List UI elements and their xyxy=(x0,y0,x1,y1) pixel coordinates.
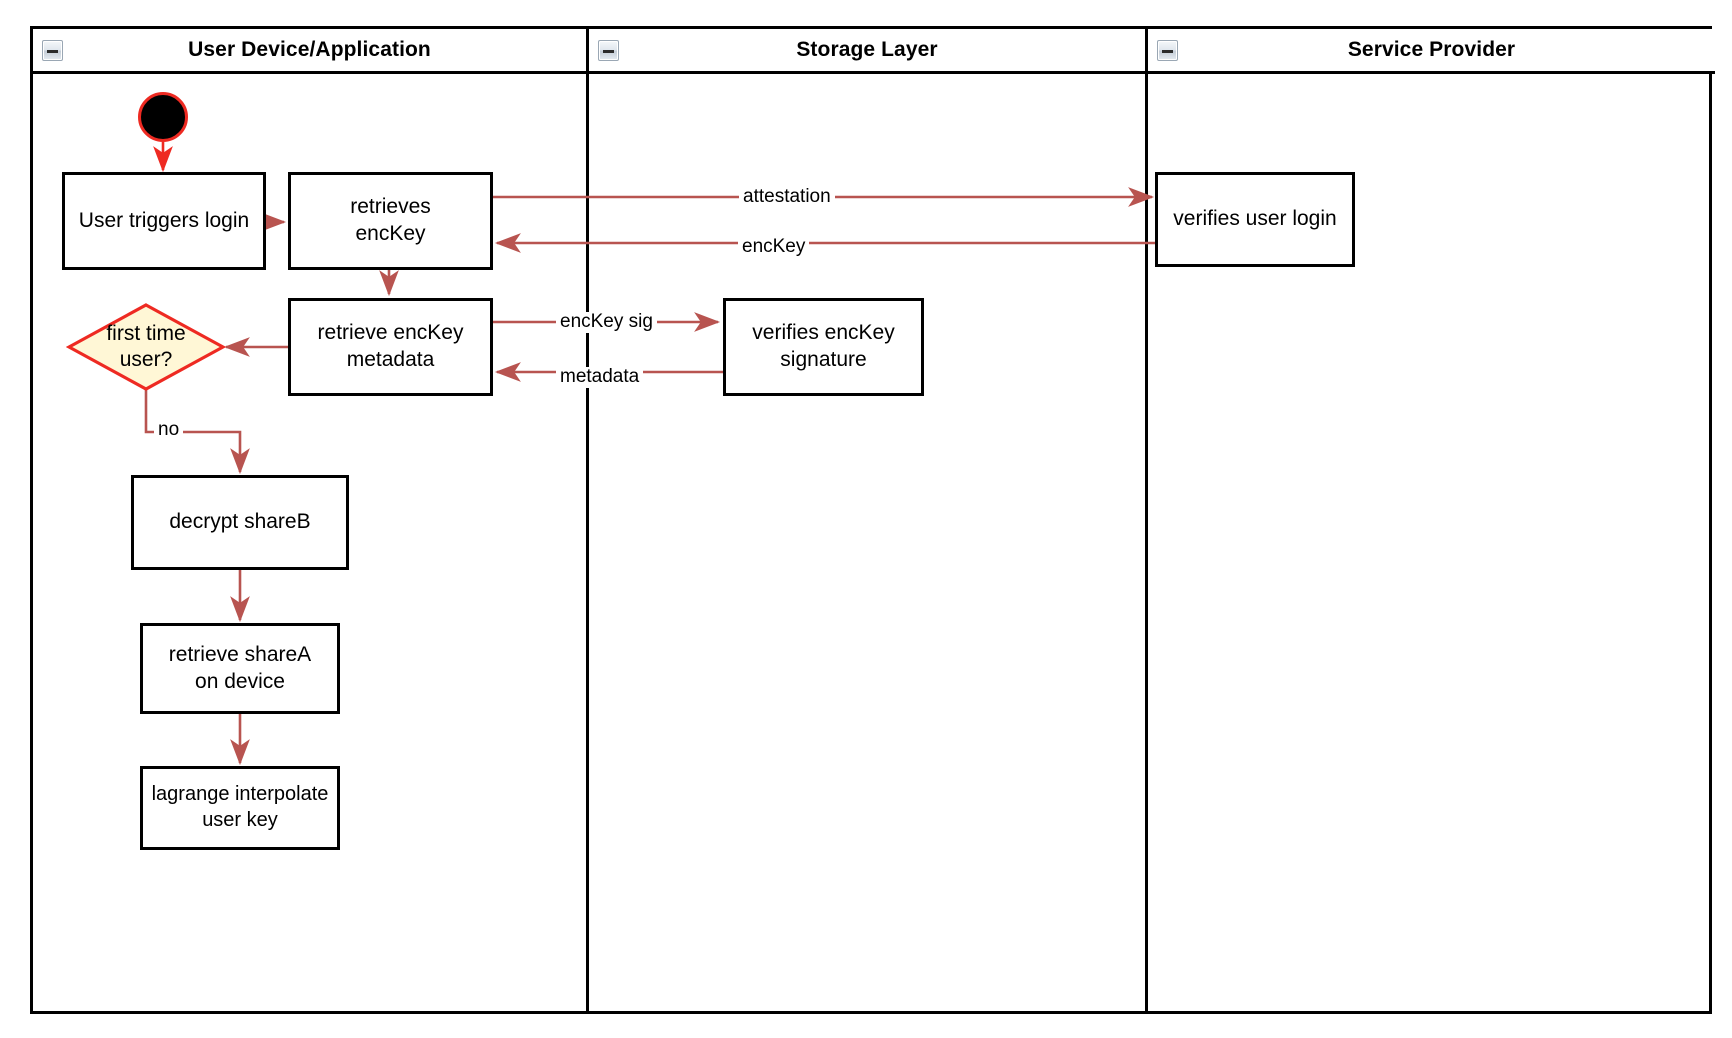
lane-header-user-device: User Device/Application xyxy=(33,29,586,74)
lane-header-storage-layer: Storage Layer xyxy=(589,29,1145,74)
minus-bar xyxy=(47,50,58,53)
node-user-triggers-login[interactable]: User triggers login xyxy=(62,172,266,270)
edge-label-attestation: attestation xyxy=(739,186,835,208)
node-first-time-user-decision[interactable]: first time user? xyxy=(66,302,226,392)
decision-shape xyxy=(66,303,226,391)
lane-service-provider[interactable]: Service Provider xyxy=(1145,29,1715,1011)
edge-label-metadata: metadata xyxy=(556,366,644,388)
minus-bar xyxy=(1162,50,1173,53)
minus-bar xyxy=(603,50,614,53)
node-retrieve-enckey-metadata[interactable]: retrieve encKey metadata xyxy=(288,298,493,396)
edge-label-enckey-sig: encKey sig xyxy=(556,311,657,333)
collapse-minus-icon[interactable] xyxy=(1157,40,1178,61)
lane-title-storage-layer: Storage Layer xyxy=(796,38,938,61)
node-retrieves-enckey[interactable]: retrieves encKey xyxy=(288,172,493,270)
edge-label-enckey: encKey xyxy=(738,236,810,258)
node-retrieve-sharea-on-device[interactable]: retrieve shareA on device xyxy=(140,623,340,714)
collapse-minus-icon[interactable] xyxy=(598,40,619,61)
decision-label: first time user? xyxy=(106,321,186,371)
edge-label-no: no xyxy=(154,419,184,441)
node-lagrange-interpolate-user-key[interactable]: lagrange interpolate user key xyxy=(140,766,340,850)
lane-title-service-provider: Service Provider xyxy=(1347,38,1516,61)
lane-title-user-device: User Device/Application xyxy=(188,38,431,61)
collapse-minus-icon[interactable] xyxy=(42,40,63,61)
lane-storage-layer[interactable]: Storage Layer xyxy=(586,29,1145,1011)
lane-user-device[interactable]: User Device/Application xyxy=(33,29,586,1011)
start-node[interactable] xyxy=(138,92,188,142)
lane-header-service-provider: Service Provider xyxy=(1148,29,1715,74)
node-verifies-enckey-signature[interactable]: verifies encKey signature xyxy=(723,298,924,396)
node-decrypt-shareb[interactable]: decrypt shareB xyxy=(131,475,349,570)
node-verifies-user-login[interactable]: verifies user login xyxy=(1155,172,1355,267)
